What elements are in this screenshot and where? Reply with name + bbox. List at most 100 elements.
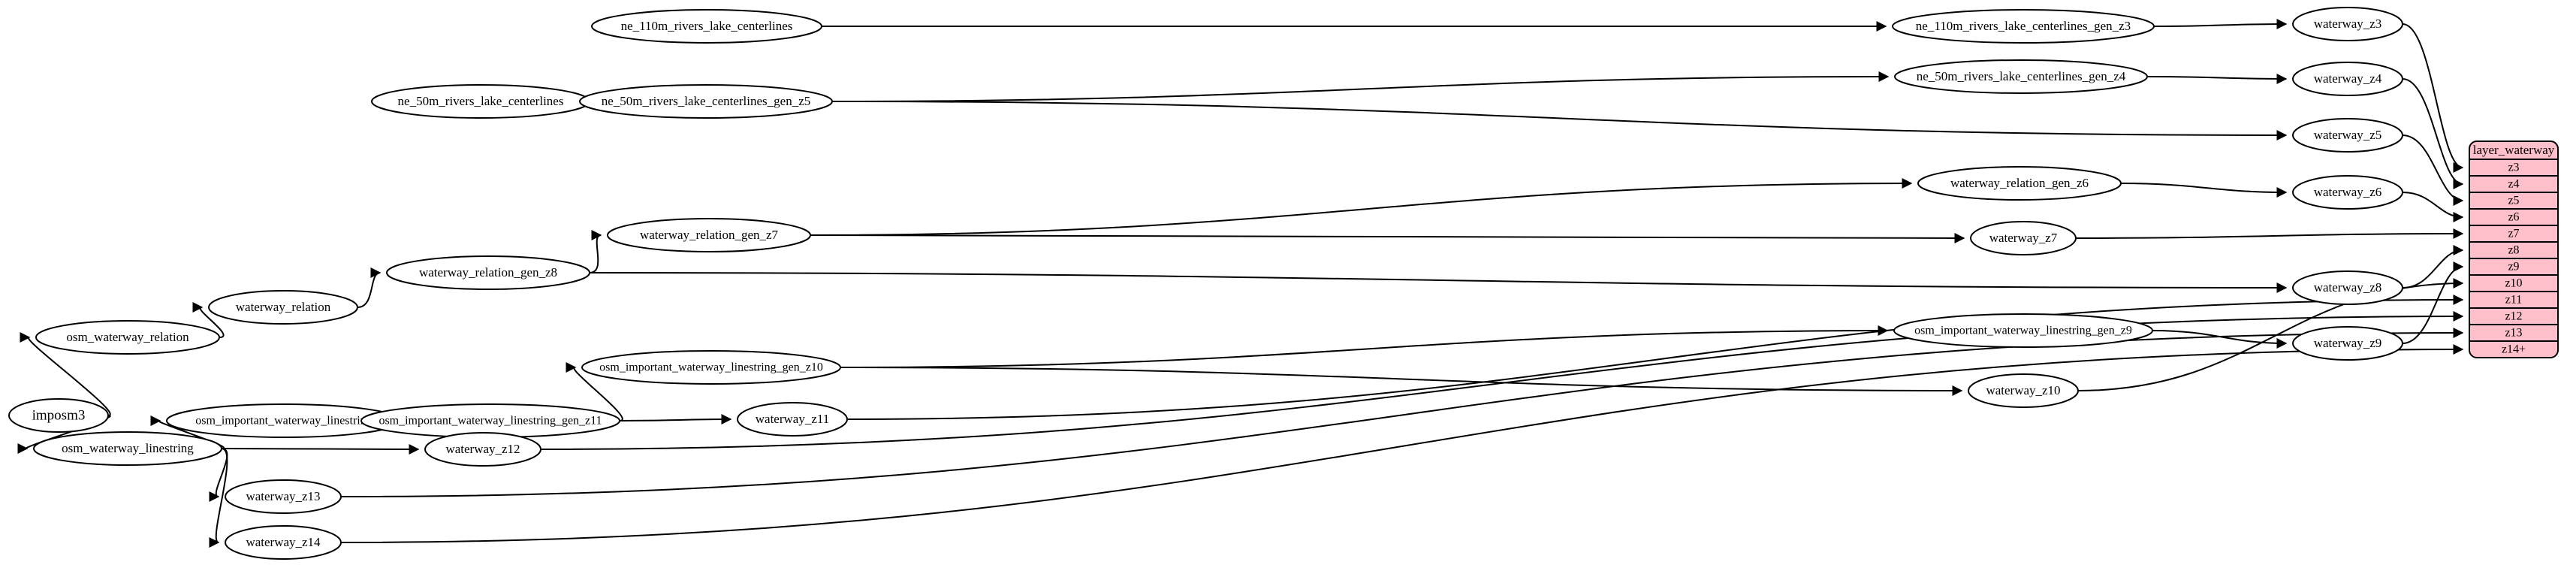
node-shape xyxy=(33,431,222,466)
node-label: waterway_z12 xyxy=(445,442,520,456)
layer-waterway-row-z7[interactable]: z7 xyxy=(2508,228,2519,240)
node-shape xyxy=(386,255,590,290)
node-waterway_z8[interactable]: waterway_z8 xyxy=(2292,270,2403,305)
edge-waterway_relation_gen_z8-to-waterway_z8 xyxy=(589,272,2288,293)
edge-waterway_relation_gen_z7-to-waterway_relation_gen_z6 xyxy=(810,178,1913,236)
node-waterway_z7[interactable]: waterway_z7 xyxy=(1970,221,2077,255)
edge-osm_waterway_linestring-to-waterway_z13 xyxy=(209,448,228,502)
layer-waterway-row-z10[interactable]: z10 xyxy=(2505,277,2522,290)
node-shape xyxy=(2292,7,2403,41)
node-osm_important_waterway_linestring_gen_z11[interactable]: osm_important_waterway_linestring_gen_z1… xyxy=(360,403,620,438)
node-waterway_relation[interactable]: waterway_relation xyxy=(208,290,358,325)
node-ne_50m_rivers_lake_centerlines_gen_z4[interactable]: ne_50m_rivers_lake_centerlines_gen_z4 xyxy=(1894,59,2148,94)
node-waterway_z14[interactable]: waterway_z14 xyxy=(225,525,342,560)
edge-osm_important_waterway_linestring_gen_z10-to-osm_important_waterway_linestring_gen_z9 xyxy=(840,325,1889,368)
edge-waterway_z14-to-layer_waterway-z14+ xyxy=(340,344,2464,543)
node-shape xyxy=(424,432,541,467)
node-waterway_z9[interactable]: waterway_z9 xyxy=(2292,326,2403,361)
layer-waterway-title: layer_waterway xyxy=(2473,143,2555,157)
node-label: waterway_z11 xyxy=(756,412,830,426)
node-label: waterway_relation xyxy=(236,300,331,314)
node-label: waterway_z4 xyxy=(2314,71,2382,86)
node-waterway_z3[interactable]: waterway_z3 xyxy=(2292,7,2403,41)
node-ne_50m_rivers_lake_centerlines[interactable]: ne_50m_rivers_lake_centerlines xyxy=(371,84,590,119)
edge-ne_50m_rivers_lake_centerlines_gen_z5-to-waterway_z5 xyxy=(831,101,2288,140)
node-label: waterway_z13 xyxy=(246,489,320,503)
node-ne_110m_rivers_lake_centerlines[interactable]: ne_110m_rivers_lake_centerlines xyxy=(591,9,822,44)
layer-waterway-row-z6[interactable]: z6 xyxy=(2508,211,2519,224)
node-waterway_relation_gen_z7[interactable]: waterway_relation_gen_z7 xyxy=(607,218,811,252)
edge-waterway_relation-to-waterway_relation_gen_z8 xyxy=(357,267,382,308)
edge-waterway_z4-to-layer_waterway-z4 xyxy=(2402,78,2464,189)
edge-waterway_z9-to-layer_waterway-z9 xyxy=(2402,261,2464,344)
node-shape xyxy=(2292,326,2403,361)
node-label: waterway_z9 xyxy=(2314,336,2382,350)
edge-osm_important_waterway_linestring_gen_z11-to-waterway_z11 xyxy=(619,414,732,425)
layer-waterway-row-z8[interactable]: z8 xyxy=(2508,244,2519,257)
nodes-layer: imposm3 osm_waterway_relation osm_waterway… xyxy=(8,7,2403,560)
node-label: osm_important_waterway_linestring_gen_z1… xyxy=(379,415,602,428)
node-label: waterway_z6 xyxy=(2314,185,2382,199)
node-label: osm_waterway_relation xyxy=(66,330,189,344)
node-label: imposm3 xyxy=(32,407,86,423)
layer-waterway-table: layer_waterway z3 z4 z5 z6 z7 z8 z9 z10 z11 z12 z13… xyxy=(2469,140,2559,358)
node-waterway_relation_gen_z6[interactable]: waterway_relation_gen_z6 xyxy=(1917,166,2122,201)
node-shape xyxy=(581,350,841,385)
node-ne_110m_rivers_lake_centerlines_gen_z3[interactable]: ne_110m_rivers_lake_centerlines_gen_z3 xyxy=(1892,9,2155,44)
node-shape xyxy=(2292,270,2403,305)
node-osm_waterway_relation[interactable]: osm_waterway_relation xyxy=(35,320,220,355)
layer-waterway-row-z4[interactable]: z4 xyxy=(2508,178,2519,191)
node-label: waterway_z7 xyxy=(1989,231,2058,245)
node-shape xyxy=(579,84,833,119)
node-label: ne_110m_rivers_lake_centerlines xyxy=(621,19,793,33)
edge-ne_110m_rivers_lake_centerlines_gen_z3-to-waterway_z3 xyxy=(2153,19,2288,30)
node-waterway_z12[interactable]: waterway_z12 xyxy=(424,432,541,467)
node-waterway_z13[interactable]: waterway_z13 xyxy=(225,479,342,514)
node-waterway_z10[interactable]: waterway_z10 xyxy=(1968,373,2079,408)
layer-waterway-row-z5[interactable]: z5 xyxy=(2508,195,2519,207)
layer-waterway-row-z9[interactable]: z9 xyxy=(2508,261,2519,273)
layer-waterway-row-z13[interactable]: z13 xyxy=(2505,327,2522,340)
layer-waterway-row-z3[interactable]: z3 xyxy=(2508,162,2519,174)
node-label: osm_important_waterway_linestring_gen_z9 xyxy=(1914,325,2132,337)
node-osm_important_waterway_linestring_gen_z10[interactable]: osm_important_waterway_linestring_gen_z1… xyxy=(581,350,841,385)
node-label: osm_important_waterway_linestring xyxy=(195,415,373,428)
edge-waterway_z7-to-layer_waterway-z7 xyxy=(2075,228,2464,240)
edges-layer xyxy=(17,19,2464,548)
layer-waterway-row-z14+[interactable]: z14+ xyxy=(2502,343,2526,356)
node-label: waterway_z14 xyxy=(246,535,321,549)
node-osm_important_waterway_linestring[interactable]: osm_important_waterway_linestring xyxy=(166,403,402,438)
node-shape xyxy=(2292,175,2403,210)
node-shape xyxy=(1970,221,2077,255)
node-waterway_z11[interactable]: waterway_z11 xyxy=(737,402,848,437)
edge-imposm3-to-osm_waterway_relation xyxy=(20,332,111,416)
edge-waterway_relation_gen_z7-to-waterway_z7 xyxy=(810,232,1965,243)
layer-waterway-row-z12[interactable]: z12 xyxy=(2505,310,2522,323)
edge-osm_waterway_linestring-to-osm_important_waterway_linestring xyxy=(150,415,225,449)
node-label: ne_50m_rivers_lake_centerlines xyxy=(398,94,564,108)
node-label: ne_50m_rivers_lake_centerlines_gen_z4 xyxy=(1917,69,2126,83)
edge-osm_waterway_relation-to-waterway_relation xyxy=(192,302,225,338)
node-waterway_z6[interactable]: waterway_z6 xyxy=(2292,175,2403,210)
node-shape xyxy=(2292,62,2403,96)
node-imposm3[interactable]: imposm3 xyxy=(8,398,109,433)
node-label: waterway_z5 xyxy=(2314,128,2382,142)
node-osm_waterway_linestring[interactable]: osm_waterway_linestring xyxy=(33,431,222,466)
node-ne_50m_rivers_lake_centerlines_gen_z5[interactable]: ne_50m_rivers_lake_centerlines_gen_z5 xyxy=(579,84,833,119)
node-label: waterway_z3 xyxy=(2314,17,2382,31)
node-waterway_relation_gen_z8[interactable]: waterway_relation_gen_z8 xyxy=(386,255,590,290)
node-shape xyxy=(225,479,342,514)
node-waterway_z5[interactable]: waterway_z5 xyxy=(2292,118,2403,153)
node-shape xyxy=(1893,313,2153,348)
node-label: osm_important_waterway_linestring_gen_z1… xyxy=(599,361,823,374)
edge-waterway_z5-to-layer_waterway-z5 xyxy=(2402,134,2464,206)
node-label: osm_waterway_linestring xyxy=(62,441,194,455)
node-waterway_z4[interactable]: waterway_z4 xyxy=(2292,62,2403,96)
layer-waterway-row-z11[interactable]: z11 xyxy=(2505,294,2523,307)
node-osm_important_waterway_linestring_gen_z9[interactable]: osm_important_waterway_linestring_gen_z9 xyxy=(1893,313,2153,348)
node-label: ne_50m_rivers_lake_centerlines_gen_z5 xyxy=(602,94,811,108)
node-label: waterway_relation_gen_z7 xyxy=(640,228,779,242)
node-label: waterway_z10 xyxy=(1986,383,2060,397)
node-shape xyxy=(1917,166,2122,201)
